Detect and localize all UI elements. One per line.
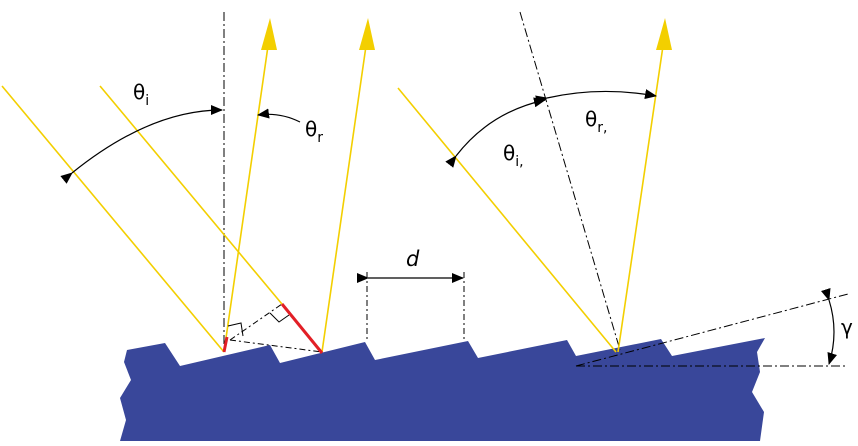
theta-i-label: θi [133, 80, 149, 109]
theta-r-prime-label: θr, [585, 107, 607, 136]
theta-r-label: θr [305, 117, 323, 146]
incident-ray-1 [1, 85, 225, 353]
blaze-angle-label: γ [841, 315, 853, 339]
diffracted-ray-1 [223, 45, 269, 353]
blaze-angle-arc [820, 288, 838, 365]
theta-i-arc [60, 105, 223, 184]
diffracted-ray-2 [321, 45, 367, 353]
path-difference-construction [229, 303, 283, 341]
facet-plane-line [575, 293, 849, 367]
path-difference-segment [280, 303, 324, 354]
path-difference-segment [222, 336, 229, 353]
arrowhead-icon [359, 18, 375, 50]
theta-i-prime-arc [445, 97, 546, 168]
incident-ray-3 [397, 87, 617, 353]
path-difference-construction [229, 339, 323, 353]
right-angle-marker-icon [269, 312, 290, 323]
arrowhead-icon [261, 18, 277, 50]
right-angle-marker-icon [227, 322, 244, 337]
theta-r-arc [257, 108, 301, 123]
groove-spacing-label: d [406, 247, 420, 271]
grating-body [120, 338, 765, 441]
theta-r-prime-arc [535, 89, 657, 106]
arrowhead-icon [656, 18, 672, 50]
theta-i-prime-label: θi, [503, 141, 524, 170]
facet-normal-line [519, 11, 621, 351]
